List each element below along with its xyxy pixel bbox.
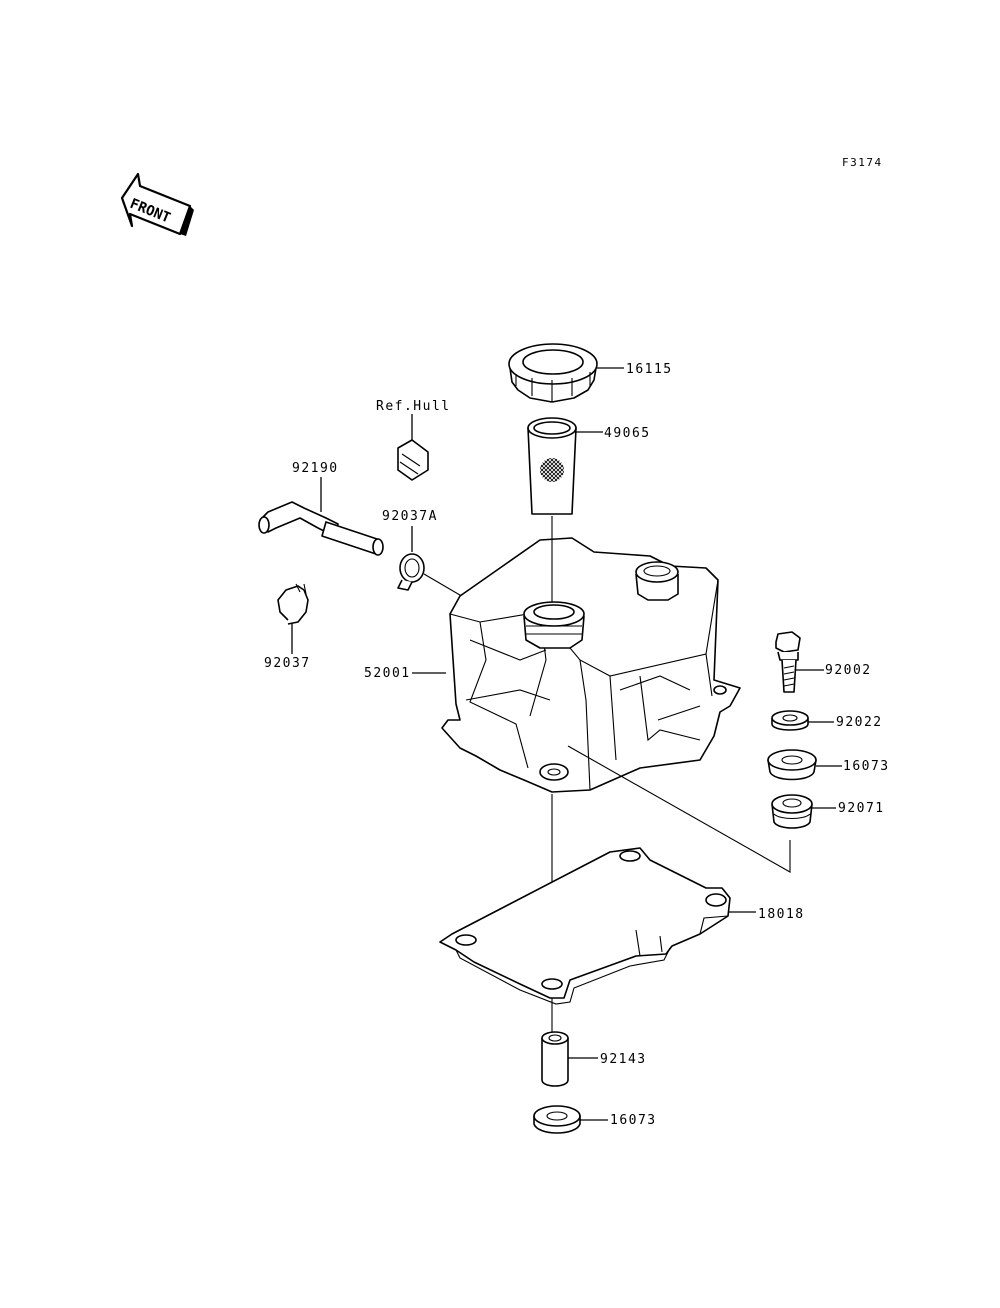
part-label-49065: 49065 (604, 426, 651, 441)
grommet-16073-top-part (767, 749, 817, 781)
part-label-18018: 18018 (758, 907, 805, 922)
hose-clamp-92037A-part (397, 553, 425, 591)
front-arrow-icon: FRONT (120, 172, 194, 236)
collar-92143-part (541, 1031, 569, 1087)
bolt-92002-part (775, 631, 801, 693)
grommet-16073-bottom-part (533, 1105, 581, 1134)
part-label-16115: 16115 (626, 362, 673, 377)
fuel-strainer-part (527, 417, 577, 515)
hose-clip-92037-part (277, 583, 309, 625)
hull-clip-part (397, 439, 429, 481)
fuel-cap-part (508, 343, 598, 403)
part-label-92037: 92037 (264, 656, 311, 671)
part-label-92002: 92002 (825, 663, 872, 678)
part-label-52001: 52001 (364, 666, 411, 681)
part-label-92022: 92022 (836, 715, 883, 730)
damper-92071-part (771, 794, 813, 829)
part-label-16073-bottom: 16073 (610, 1113, 657, 1128)
part-label-92037A: 92037A (382, 509, 438, 524)
figure-code: F3174 (842, 156, 883, 169)
part-label-92071: 92071 (838, 801, 885, 816)
vent-hose-part (258, 501, 384, 556)
fuel-tank-part (441, 537, 741, 793)
part-label-16073-top: 16073 (843, 759, 890, 774)
tank-bracket-plate-part (439, 847, 731, 1005)
part-label-92190: 92190 (292, 461, 339, 476)
part-label-92143: 92143 (600, 1052, 647, 1067)
washer-92022-part (771, 710, 809, 731)
ref-hull-label: Ref.Hull (376, 399, 451, 414)
